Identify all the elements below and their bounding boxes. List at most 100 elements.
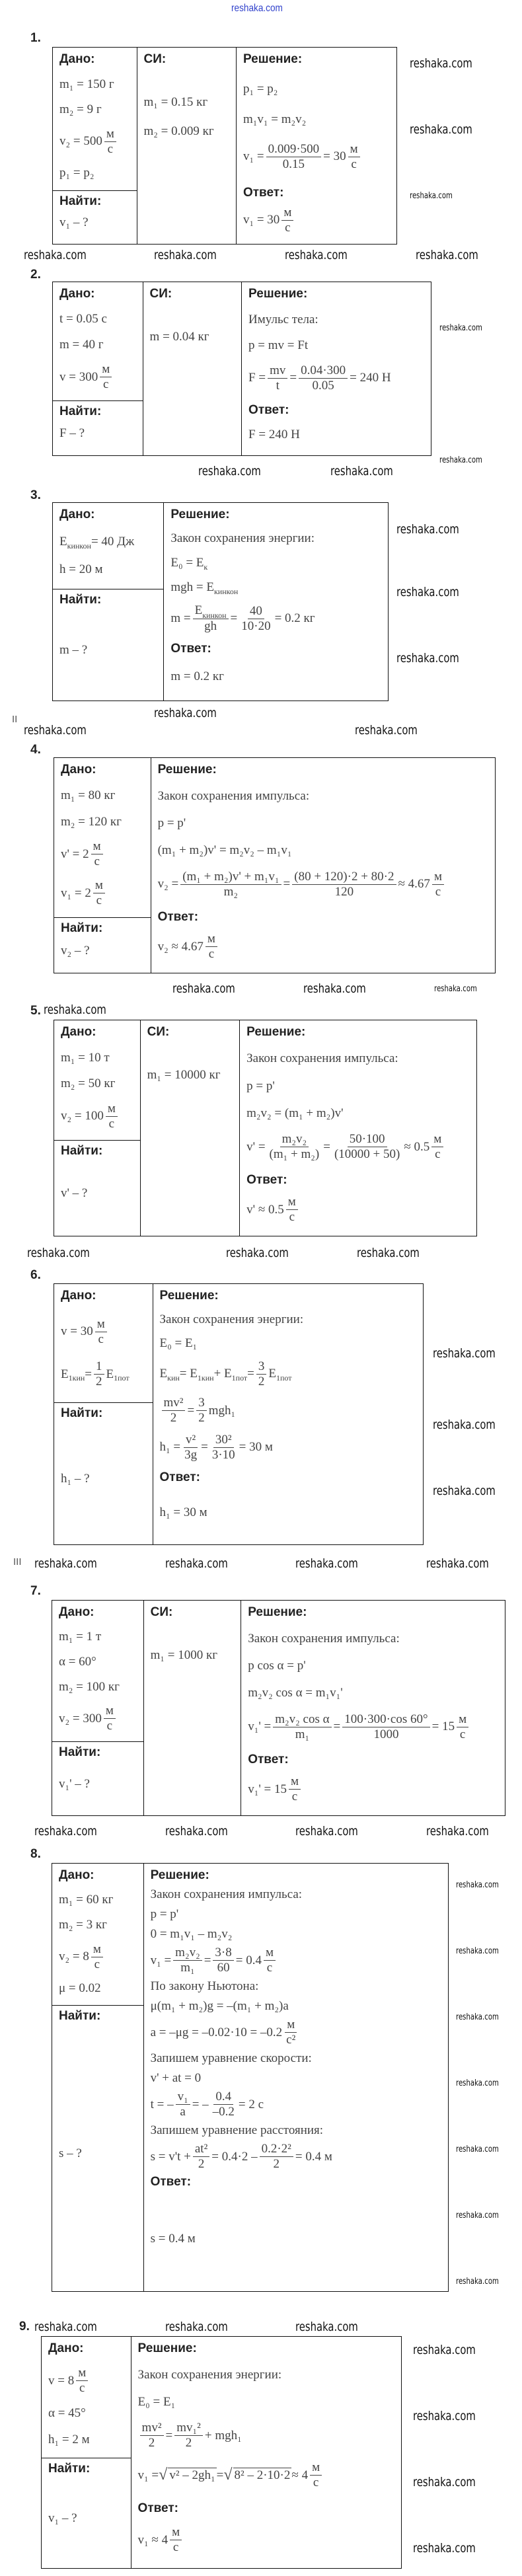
fraction-numerator: 50·100	[347, 1132, 387, 1148]
math-text: м	[93, 839, 101, 854]
given-heading: Дано:	[59, 287, 95, 301]
math-text: h = 20 м	[59, 562, 103, 576]
fraction-numerator: 0.4	[213, 2090, 234, 2105]
fraction-denominator: с	[93, 1957, 102, 1972]
math-text: 1	[96, 1359, 102, 1374]
fraction-numerator: 30²	[213, 1433, 234, 1448]
formula-line: v₁ = v² – 2gh₁ = 8² – 2·10·2 ≈ 4 мс	[138, 2460, 396, 2490]
math-text: м	[459, 1712, 467, 1726]
math-text: E₀ = E	[170, 556, 204, 570]
find-lines: s – ?	[59, 2024, 138, 2283]
find-section: Найти:v₁' – ?	[52, 1741, 143, 1811]
math-text: =	[283, 877, 291, 891]
fraction-numerator: mv₁²	[174, 2421, 203, 2437]
math-text: α = 60°	[59, 1655, 96, 1669]
watermark: reshaka.com	[456, 2078, 499, 2088]
solution-heading: Решение:	[159, 1289, 219, 1303]
math-text: 3	[198, 1396, 205, 1410]
math-text: p = p'	[157, 816, 186, 831]
watermark: reshaka.com	[456, 2211, 499, 2220]
math-text: м	[172, 2525, 180, 2540]
formula-line: m₂ = 100 кг	[59, 1679, 138, 1696]
math-text: mv²	[141, 2421, 162, 2435]
math-text: 30²	[215, 1432, 232, 1447]
watermark: reshaka.com	[295, 1824, 358, 1838]
math-text: 120	[334, 884, 354, 899]
math-text: м	[287, 1195, 296, 1209]
formula-line: Закон сохранения импульса:	[151, 1886, 443, 1903]
si-heading: СИ:	[150, 1605, 173, 1619]
watermark: reshaka.com	[154, 706, 217, 720]
fraction-denominator: 2	[184, 2436, 194, 2450]
site-logo-link[interactable]: reshaka.com	[231, 3, 283, 14]
math-text: m₂ = 3 кг	[59, 1918, 107, 1932]
fraction-denominator: 120	[333, 885, 356, 899]
problem-number: 5.	[30, 1004, 41, 1018]
fraction-denominator: с	[287, 1210, 297, 1225]
solution-column: Решение:Закон сохранения импульса:p = p'…	[143, 1864, 448, 2291]
fraction: m₂v₂(m₁ + m₂)	[268, 1132, 322, 1162]
math-text: m₂ = 100 кг	[59, 1680, 120, 1694]
math-text: m – ?	[59, 643, 88, 657]
formula-line: h₁ = 30 м	[160, 1504, 418, 1521]
math-text: с	[94, 854, 100, 869]
math-text: h₁ =	[159, 1440, 181, 1455]
math-text: v²	[185, 1432, 196, 1447]
formula-line: Закон сохранения импульса:	[248, 1630, 500, 1648]
solution-heading: Решение:	[157, 763, 217, 777]
formula-line: m = 40 г	[59, 336, 137, 354]
formula-line: v₁' – ?	[59, 1776, 138, 1793]
problem-number: 8.	[30, 1847, 41, 1861]
math-text: 60	[217, 1961, 230, 1975]
fraction: 50·100(10000 + 50)	[332, 1132, 402, 1162]
fraction-numerator: м	[91, 839, 103, 855]
watermark: reshaka.com	[456, 1946, 499, 1956]
math-text: 2	[198, 2157, 205, 2172]
math-text: =	[289, 371, 297, 385]
math-text: 2	[198, 1411, 205, 1425]
math-text: m = 0.04 кг	[149, 330, 209, 344]
math-text: 0.009·500	[268, 141, 320, 156]
fraction-denominator: m₁	[293, 1727, 311, 1742]
math-text: F =	[248, 371, 266, 385]
math-text: E₀ = E₁	[159, 1336, 198, 1351]
fraction-denominator: 10·20	[239, 619, 272, 634]
answer-heading: Ответ:	[248, 402, 289, 417]
subscript: кин	[167, 1373, 180, 1383]
watermark: reshaka.com	[44, 1003, 106, 1017]
math-text: α = 45°	[48, 2406, 86, 2420]
watermark: reshaka.com	[434, 984, 477, 994]
formula-line: E₀ = E₁	[160, 1335, 418, 1352]
formula-line: m₁ = 1 т	[59, 1628, 138, 1646]
math-text: v = 300	[59, 369, 98, 384]
math-text: E	[59, 535, 67, 549]
fraction-numerator: m₂v₂	[173, 1946, 202, 1961]
formula-line: Закон сохранения энергии:	[170, 530, 383, 547]
math-text: p = p'	[150, 1907, 179, 1922]
solution-heading: Решение:	[246, 1025, 306, 1039]
formula-line: μ(m₁ + m₂)g = –(m₁ + m₂)a	[151, 1998, 443, 2015]
math-text: p₁ = p₂	[59, 166, 94, 180]
